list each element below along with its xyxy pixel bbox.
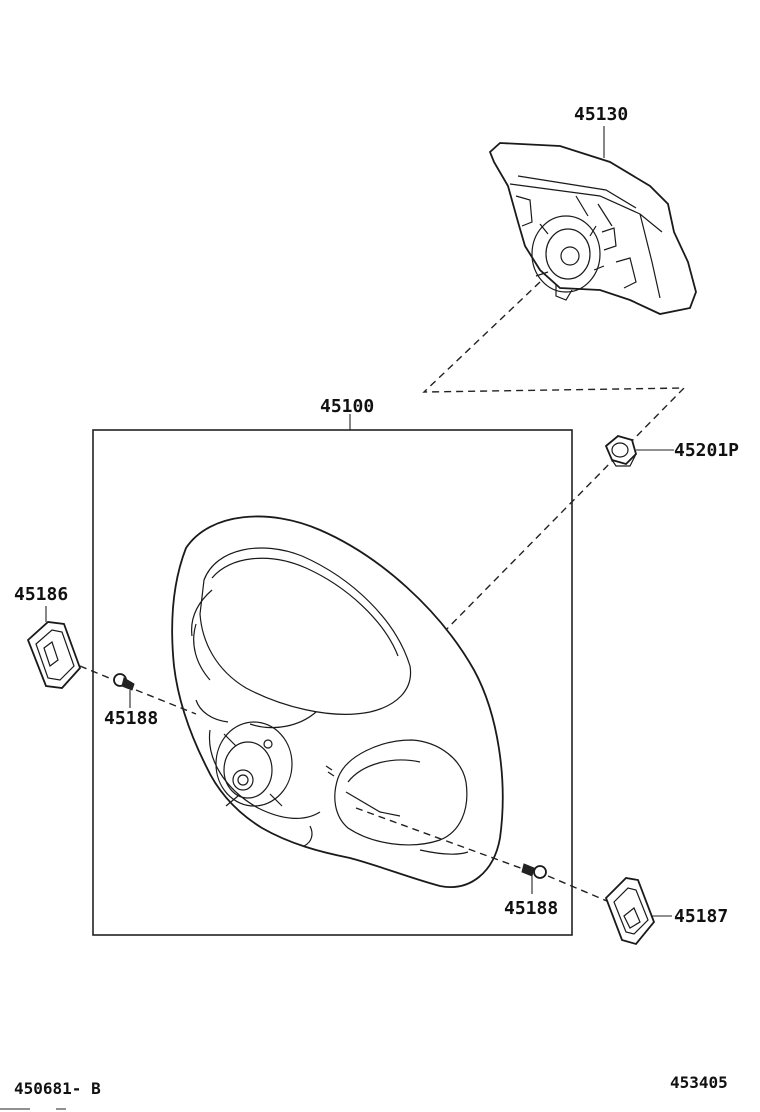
footer-right-code: 453405 [670,1073,728,1092]
label-45201p: 45201P [674,440,739,461]
install-line-left [79,665,197,715]
label-45187: 45187 [674,906,728,927]
steering-wheel-45100 [171,515,504,888]
label-45130: 45130 [574,104,628,125]
label-45186: 45186 [14,584,68,605]
install-line-right [355,807,615,905]
label-45188-left: 45188 [104,708,158,729]
footer-left-code: 450681- B [14,1079,101,1098]
label-45188-right: 45188 [504,898,558,919]
screw-45188-right [521,863,547,879]
label-45100: 45100 [320,396,374,417]
nut-45201p [604,435,638,467]
install-line-airbag [422,281,686,641]
airbag-pad-45130 [488,142,697,315]
assembly-box-45100 [92,429,573,936]
screw-45188-left [113,673,135,691]
cover-45186 [26,621,82,689]
cover-45187 [604,877,656,946]
